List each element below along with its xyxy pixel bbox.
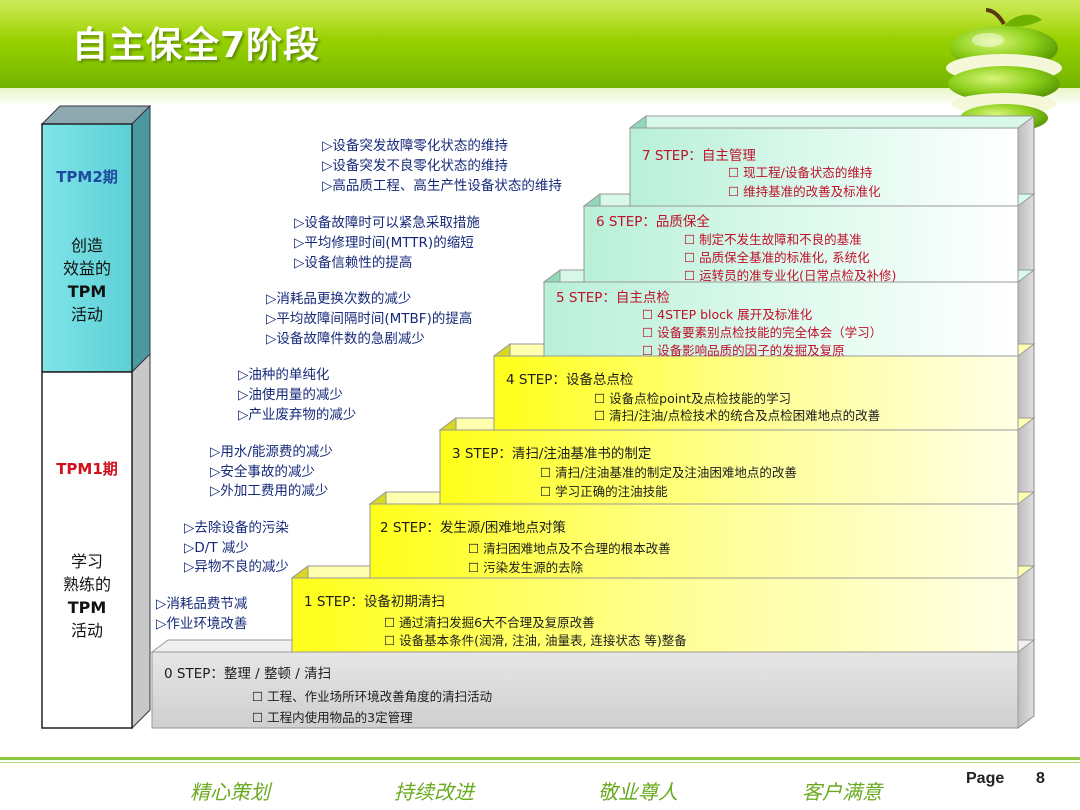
header-sheen: [0, 0, 1080, 40]
benefit-bullet: ▷安全事故的减少: [210, 464, 315, 480]
step-0-box: [151, 651, 1019, 729]
step-4-item: ☐ 清扫/注油/点检技术的统合及点检困难地点的改善: [594, 408, 881, 423]
step-5-item: ☐ 4STEP block 展开及标准化: [642, 307, 813, 322]
tpm1-text-line: TPM: [67, 598, 107, 617]
step-2-box: [369, 503, 1019, 579]
step-0-item: ☐ 工程、作业场所环境改善角度的清扫活动: [252, 689, 493, 704]
step-4-item: ☐ 设备点检point及点检技能的学习: [594, 391, 792, 406]
benefit-bullet: ▷设备故障件数的急剧减少: [266, 331, 425, 347]
tpm1-text-line: 学习: [70, 552, 103, 571]
benefit-bullet: ▷消耗品费节减: [156, 596, 248, 612]
step-7-box: [629, 127, 1019, 207]
step-1-box: [291, 577, 1019, 653]
tpm1-text-line: 熟练的: [62, 575, 111, 594]
benefit-bullet: ▷异物不良的减少: [184, 559, 289, 575]
step-3-heading: 3 STEP：清扫/注油基准书的制定: [452, 446, 652, 462]
staircase-diagram: [150, 115, 1036, 729]
step-6-item: ☐ 品质保全基准的标准化, 系统化: [684, 250, 870, 265]
step-1-item: ☐ 设备基本条件(润滑, 注油, 油量表, 连接状态 等)整备: [384, 633, 687, 648]
benefit-bullet: ▷产业废弃物的减少: [238, 407, 357, 423]
footer-slogan: 精心策划: [190, 780, 270, 804]
header-stripe: [0, 88, 1080, 106]
tpm2-text-line: TPM: [67, 282, 107, 301]
step-7-item: ☐ 维持基准的改善及标准化: [728, 184, 881, 199]
benefit-bullet: ▷去除设备的污染: [184, 520, 289, 536]
benefit-bullet: ▷设备信赖性的提高: [294, 255, 413, 271]
step-0-item: ☐ 工程内使用物品的3定管理: [252, 710, 413, 725]
step-7-item: ☐ 现工程/设备状态的维持: [728, 165, 873, 180]
step-3-item: ☐ 清扫/注油基准的制定及注油困难地点的改善: [540, 465, 797, 480]
step-3-item: ☐ 学习正确的注油技能: [540, 484, 668, 499]
tpm2-phase-label: TPM2期: [56, 168, 118, 186]
benefit-bullet: ▷设备突发不良零化状态的维持: [322, 158, 508, 174]
step-6-item: ☐ 运转员的准专业化(日常点检及补修): [684, 268, 897, 283]
step-6-item: ☐ 制定不发生故障和不良的基准: [684, 232, 862, 247]
step-2-heading: 2 STEP：发生源/困难地点对策: [380, 520, 566, 536]
tpm1-phase-description: 学习 熟练的 TPM 活动: [42, 550, 132, 642]
page-title: 自主保全7阶段: [72, 25, 321, 66]
step-4-box: [493, 355, 1019, 431]
benefit-bullet: ▷油种的单纯化: [238, 367, 330, 383]
tpm2-text-line: 活动: [70, 305, 103, 324]
benefit-bullet: ▷外加工费用的减少: [210, 483, 329, 499]
benefit-bullet: ▷油使用量的减少: [238, 387, 343, 403]
step-1-item: ☐ 通过清扫发掘6大不合理及复原改善: [384, 615, 595, 630]
step-3-box: [439, 429, 1019, 505]
tpm1-text-line: 活动: [70, 621, 103, 640]
footer-divider: [0, 757, 1080, 760]
page-number: 8: [1036, 770, 1045, 787]
step-0-heading: 0 STEP：整理 / 整顿 / 清扫: [164, 666, 332, 682]
footer-slogan: 客户满意: [802, 780, 882, 804]
footer-slogan: 敬业尊人: [598, 780, 678, 804]
benefit-bullet: ▷平均修理时间(MTTR)的缩短: [294, 235, 474, 251]
benefit-bullet: ▷作业环境改善: [156, 616, 248, 632]
benefit-bullet: ▷高品质工程、高生产性设备状态的维持: [322, 178, 562, 194]
benefit-bullet: ▷D/T 减少: [184, 540, 249, 556]
footer-slogan: 持续改进: [394, 780, 474, 804]
step-2-item: ☐ 污染发生源的去除: [468, 560, 584, 575]
page-label: Page: [966, 770, 1005, 787]
benefit-bullet: ▷设备故障时可以紧急采取措施: [294, 215, 480, 231]
footer-divider-thin: [0, 762, 1080, 763]
phase-column: [40, 104, 152, 730]
apple-logo-icon: [946, 8, 1062, 132]
step-4-heading: 4 STEP：设备总点检: [506, 372, 634, 388]
step-6-heading: 6 STEP：品质保全: [596, 214, 710, 230]
benefit-bullet: ▷消耗品更换次数的减少: [266, 291, 412, 307]
tpm1-phase-label: TPM1期: [56, 460, 118, 478]
step-5-item: ☐ 设备要素别点检技能的完全体会（学习）: [642, 325, 883, 340]
step-2-item: ☐ 清扫困难地点及不合理的根本改善: [468, 541, 671, 556]
step-5-item: ☐ 设备影响品质的因子的发掘及复原: [642, 343, 845, 358]
tpm2-text-line: 效益的: [62, 259, 111, 278]
step-7-heading: 7 STEP：自主管理: [642, 148, 756, 164]
tpm2-text-line: 创造: [70, 236, 103, 255]
step-5-heading: 5 STEP：自主点检: [556, 290, 670, 306]
step-5-box: [543, 281, 1019, 357]
step-1-heading: 1 STEP：设备初期清扫: [304, 594, 445, 610]
benefit-bullet: ▷用水/能源费的减少: [210, 444, 333, 460]
benefit-bullet: ▷设备突发故障零化状态的维持: [322, 138, 508, 154]
header-bar: [0, 0, 1080, 92]
step-7-top: [628, 115, 1036, 129]
benefit-bullet: ▷平均故障间隔时间(MTBF)的提高: [266, 311, 473, 327]
tpm2-phase-description: 创造 效益的 TPM 活动: [42, 234, 132, 326]
